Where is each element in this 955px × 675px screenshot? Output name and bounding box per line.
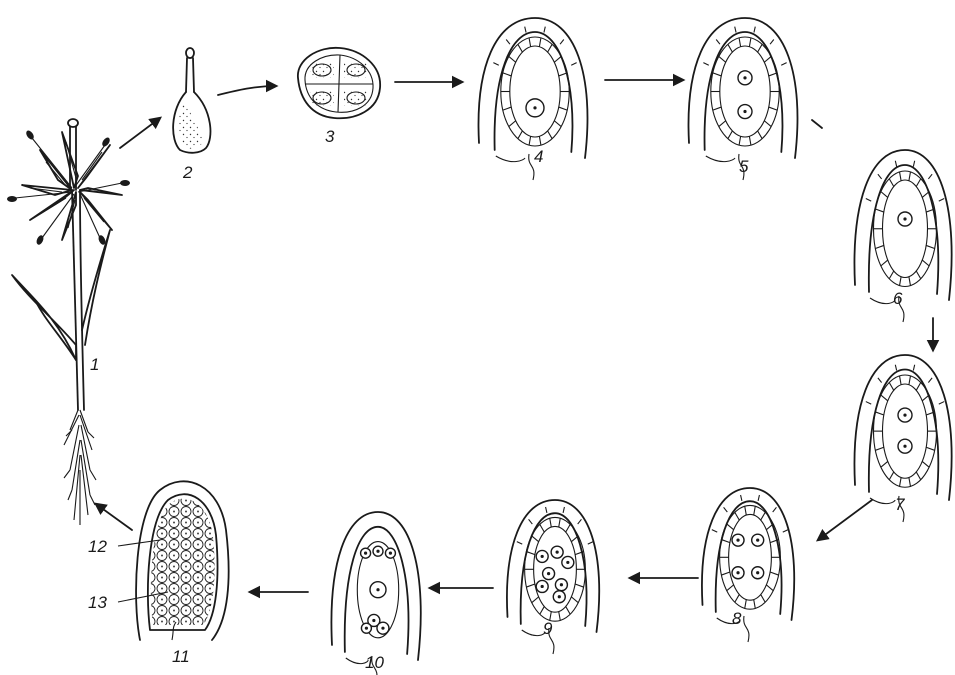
stage-label-5: 5 bbox=[739, 157, 749, 176]
ovule-stage-11 bbox=[118, 481, 229, 640]
stage-label-4: 4 bbox=[534, 147, 543, 166]
pistil-stage-2 bbox=[173, 48, 210, 153]
stage-label-8: 8 bbox=[732, 609, 742, 628]
plant-stage-1 bbox=[7, 119, 130, 525]
callout-label-13: 13 bbox=[88, 593, 107, 612]
callout-label-12: 12 bbox=[88, 537, 107, 556]
stage-label-1: 1 bbox=[90, 355, 99, 374]
stage-label-6: 6 bbox=[893, 289, 903, 308]
stage-label-7: 7 bbox=[895, 495, 905, 514]
ovule-stage-8 bbox=[702, 488, 794, 642]
ovule-stage-6 bbox=[854, 150, 951, 322]
ovule-stage-5 bbox=[689, 18, 798, 180]
ovule-stage-10 bbox=[331, 512, 420, 675]
cycle-arrows bbox=[96, 80, 933, 592]
stage-label-10: 10 bbox=[365, 653, 384, 672]
stage-label-11: 11 bbox=[172, 647, 190, 666]
stage-label-2: 2 bbox=[182, 163, 193, 182]
ovule-stage-4 bbox=[479, 18, 588, 180]
stage-label-3: 3 bbox=[325, 127, 335, 146]
stage-label-9: 9 bbox=[543, 619, 553, 638]
ovule-stage-9 bbox=[507, 500, 599, 654]
ovary-cross-section-stage-3 bbox=[298, 48, 380, 118]
